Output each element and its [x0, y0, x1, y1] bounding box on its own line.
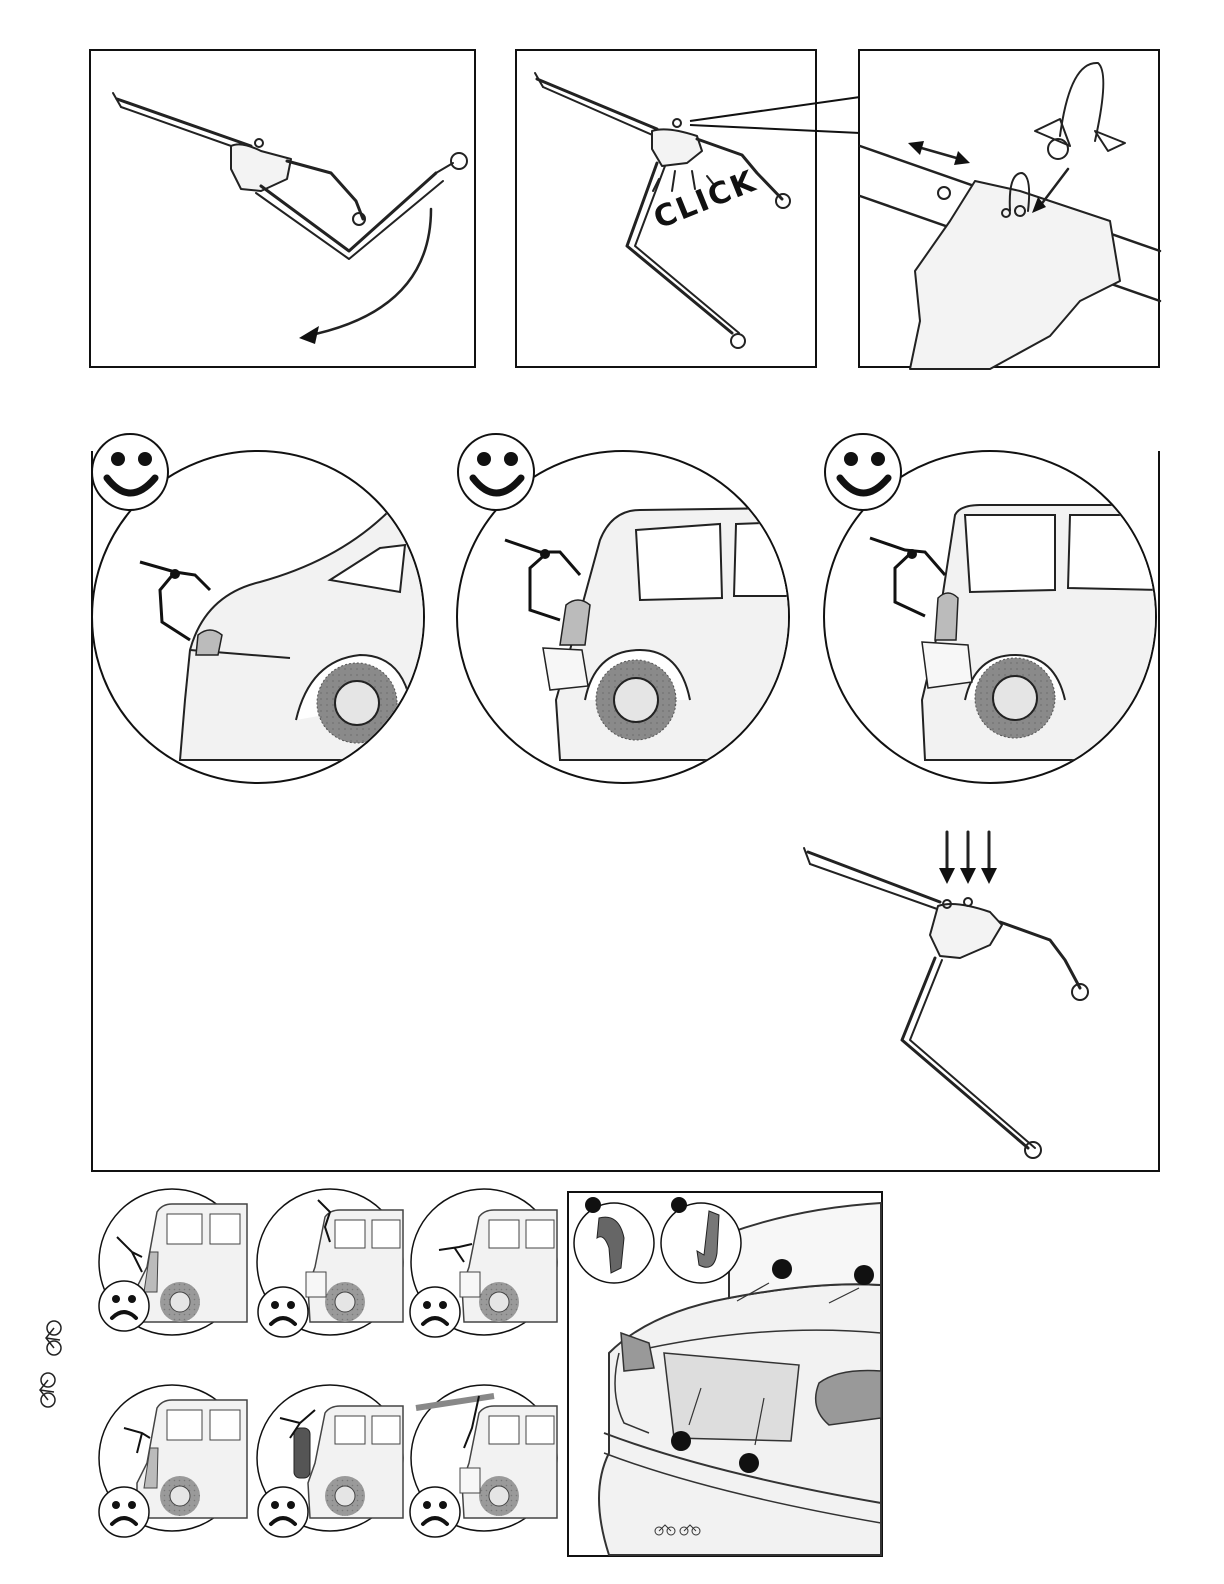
- step2-circles: [0, 0, 1224, 800]
- trunk-hook-illustration: [569, 1193, 881, 1555]
- smiley-face-icon: [825, 434, 901, 510]
- press-arrow-icon: [960, 868, 976, 884]
- frown-face-icon: [99, 1281, 149, 1331]
- bike-pair-icon: [36, 1318, 72, 1414]
- panel-hook-positions: [567, 1191, 883, 1557]
- smiley-face-icon: [92, 434, 168, 510]
- smiley-face-icon: [458, 434, 534, 510]
- frown-face-icon: [258, 1487, 308, 1537]
- hook-point-lower-right: [739, 1453, 759, 1473]
- hook-point-lower-left: [671, 1431, 691, 1451]
- frown-face-icon: [258, 1287, 308, 1337]
- frown-face-icon: [99, 1487, 149, 1537]
- rack-press-down-illustration: [790, 830, 1120, 1160]
- frown-face-icon: [410, 1487, 460, 1537]
- hook-point-upper-right: [854, 1265, 874, 1285]
- frown-face-icon: [410, 1287, 460, 1337]
- press-arrow-icon: [981, 868, 997, 884]
- press-arrow-icon: [939, 868, 955, 884]
- incorrect-mounting-grid: [0, 1180, 570, 1560]
- hook-point-upper-left: [772, 1259, 792, 1279]
